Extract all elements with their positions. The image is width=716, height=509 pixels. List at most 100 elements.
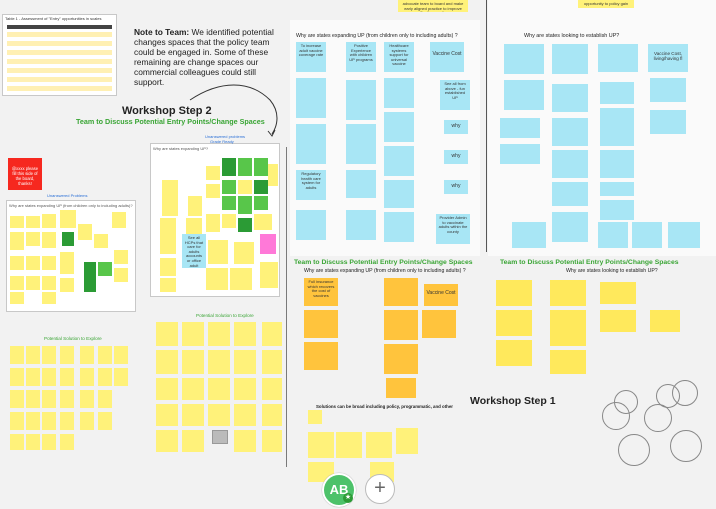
sticky-note[interactable]	[552, 44, 588, 74]
sticky-note[interactable]	[222, 196, 236, 210]
sticky-note[interactable]	[552, 182, 588, 206]
sticky-note[interactable]	[98, 412, 112, 430]
sticky-note[interactable]	[632, 222, 662, 248]
sticky-note[interactable]	[296, 78, 326, 118]
sticky-note[interactable]	[552, 150, 588, 178]
sticky-note[interactable]	[42, 412, 56, 430]
sticky-note[interactable]	[384, 180, 414, 208]
sticky-note[interactable]	[206, 268, 228, 290]
sticky-note[interactable]	[186, 218, 202, 236]
sticky-note[interactable]	[94, 234, 108, 248]
sticky-note[interactable]	[80, 346, 94, 364]
sticky-note[interactable]	[60, 278, 74, 292]
sticky-note[interactable]	[26, 368, 40, 386]
sticky-note[interactable]	[422, 310, 456, 338]
sticky-note[interactable]: To increase adult vaccine coverage rate	[296, 42, 326, 72]
sticky-note[interactable]	[60, 434, 74, 450]
sticky-note[interactable]	[222, 180, 236, 194]
sticky-note[interactable]	[650, 78, 686, 102]
sticky-note[interactable]	[336, 432, 362, 458]
sticky-note[interactable]	[10, 232, 24, 250]
sticky-note[interactable]	[496, 340, 532, 366]
sticky-note[interactable]	[234, 242, 254, 264]
sticky-note[interactable]	[188, 196, 202, 216]
sticky-note[interactable]: Positive Experience with children UP pro…	[346, 42, 376, 72]
sticky-note[interactable]	[206, 214, 220, 232]
top-mid-partial-sticky[interactable]: advocate team to board and make early al…	[398, 0, 468, 12]
sticky-note[interactable]	[160, 258, 176, 276]
sticky-note[interactable]	[600, 282, 636, 304]
sticky-note[interactable]	[222, 158, 236, 176]
vaccine-cost-top-sticky[interactable]: Vaccine Cost	[430, 42, 464, 72]
sticky-note[interactable]	[80, 412, 94, 430]
sticky-note[interactable]	[10, 346, 24, 364]
sticky-note[interactable]	[26, 390, 40, 408]
sticky-note[interactable]	[496, 280, 532, 306]
sticky-note[interactable]	[60, 368, 74, 386]
sticky-note[interactable]	[60, 210, 76, 228]
sticky-note[interactable]	[206, 184, 220, 198]
vaccine-cost-bottom-sticky[interactable]: Vaccine Cost	[424, 284, 458, 306]
sticky-note[interactable]	[346, 210, 376, 240]
sticky-note[interactable]	[98, 368, 112, 386]
sticky-note[interactable]	[262, 378, 282, 400]
sticky-note[interactable]	[182, 322, 204, 346]
sticky-note[interactable]	[182, 404, 204, 426]
sticky-note[interactable]	[182, 430, 204, 452]
sticky-note[interactable]	[262, 350, 282, 374]
sticky-note[interactable]	[598, 222, 628, 248]
sticky-note[interactable]	[552, 212, 588, 242]
sticky-note[interactable]	[112, 212, 126, 228]
sticky-note[interactable]	[26, 276, 40, 290]
sticky-note[interactable]	[384, 344, 418, 374]
sticky-note[interactable]	[262, 404, 282, 426]
sticky-note[interactable]	[78, 224, 92, 240]
sticky-note[interactable]	[296, 124, 326, 164]
sticky-note[interactable]	[346, 124, 376, 164]
please-fill-sticky[interactable]: @xxxx please fill this side of the board…	[8, 158, 42, 190]
sticky-note[interactable]	[208, 404, 230, 426]
sticky-note[interactable]: Provider Admin to vaccinate adults withi…	[436, 214, 470, 244]
sticky-note[interactable]	[552, 84, 588, 112]
sticky-note[interactable]	[396, 428, 418, 454]
why-sticky[interactable]: why	[444, 120, 468, 134]
sticky-note[interactable]	[238, 218, 252, 232]
sticky-note[interactable]	[550, 310, 586, 346]
sticky-note[interactable]	[650, 110, 686, 134]
sticky-note[interactable]	[206, 166, 220, 180]
sticky-note[interactable]	[98, 346, 112, 364]
sticky-note[interactable]	[234, 404, 256, 426]
sticky-note[interactable]	[238, 196, 252, 214]
sticky-note[interactable]	[156, 430, 178, 452]
sticky-note[interactable]	[182, 350, 204, 374]
sticky-note[interactable]	[10, 390, 24, 408]
sticky-note[interactable]	[42, 368, 56, 386]
sticky-note[interactable]	[346, 170, 376, 198]
sticky-note[interactable]	[668, 222, 700, 248]
note-to-team[interactable]: Note to Team: We identified potential ch…	[134, 27, 282, 87]
sticky-note[interactable]	[500, 144, 540, 164]
sticky-note[interactable]	[156, 404, 178, 426]
sticky-note[interactable]	[156, 378, 178, 400]
sticky-note[interactable]	[234, 430, 256, 452]
sticky-note[interactable]	[384, 310, 418, 340]
sticky-note[interactable]	[254, 196, 268, 210]
sticky-note[interactable]	[114, 268, 128, 282]
sticky-note[interactable]	[262, 430, 282, 452]
sticky-note[interactable]	[254, 158, 268, 176]
overview-table-frame[interactable]: Table 1 - Assessment of "Entry" opportun…	[2, 14, 117, 96]
sticky-note[interactable]	[84, 262, 96, 292]
sticky-note[interactable]	[42, 214, 56, 228]
sticky-note[interactable]	[62, 232, 74, 246]
sticky-note[interactable]	[114, 346, 128, 364]
why-sticky[interactable]: why	[444, 150, 468, 164]
sticky-note[interactable]	[234, 322, 256, 346]
sticky-note[interactable]	[260, 234, 276, 254]
sticky-note[interactable]	[238, 158, 252, 176]
sticky-note[interactable]	[208, 240, 228, 264]
sticky-note[interactable]	[182, 378, 204, 400]
sticky-note[interactable]	[42, 346, 56, 364]
sticky-note[interactable]	[366, 432, 392, 458]
sticky-note[interactable]	[26, 256, 40, 270]
sticky-note[interactable]	[60, 346, 74, 364]
